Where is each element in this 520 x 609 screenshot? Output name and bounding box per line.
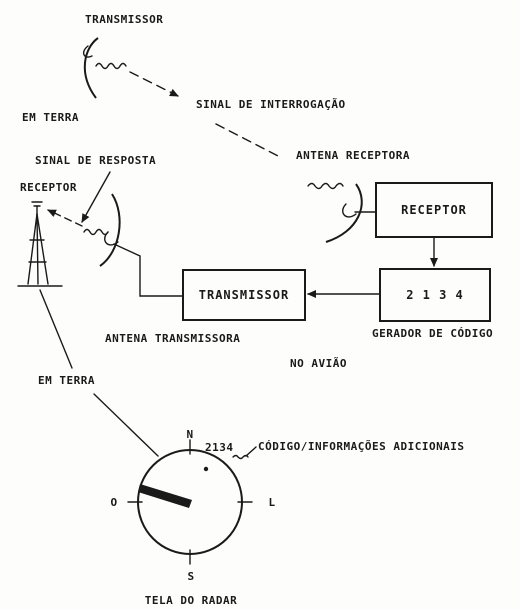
radar-screen [127,439,253,565]
label-em-terra-top: EM TERRA [22,111,79,124]
label-antena-receptora: ANTENA RECEPTORA [296,149,410,162]
radar-blip-code: 2134 [205,441,234,454]
ground-receiver-tower [17,201,63,287]
radar-north-label: N [186,428,193,441]
interrogation-signal-arrow-2 [215,123,283,159]
reply-signal-arrow [47,209,83,227]
label-transmissor-ground: TRANSMISSOR [85,13,163,26]
label-sinal-resposta: SINAL DE RESPOSTA [35,154,156,167]
aircraft-receiving-antenna [307,182,377,243]
radar-east-label: L [268,496,275,509]
label-em-terra-mid: EM TERRA [38,374,95,387]
label-no-aviao: NO AVIÃO [290,357,347,370]
transmitter-antenna-wire [113,243,184,297]
radar-south-label: S [187,570,194,583]
label-codigo-info: CÓDIGO/INFORMAÇÕES ADICIONAIS [258,440,465,453]
radar-blip [203,466,209,472]
interrogation-signal-arrow-1 [129,71,179,97]
label-antena-transmissora: ANTENA TRANSMISSORA [105,332,240,345]
label-sinal-interrogacao: SINAL DE INTERROGAÇÃO [196,98,346,111]
tower-to-label-line [39,289,73,369]
ground-to-radar-line [93,393,159,457]
codigo-info-pointer [245,446,257,457]
radar-west-label: O [110,496,117,509]
ground-transmitter-antenna [82,37,127,99]
reply-signal-pointer [81,171,111,223]
label-receptor-ground: RECEPTOR [20,181,77,194]
code-box-value: 2 1 3 4 [406,288,464,302]
code-generator-box [379,268,491,322]
radar-sweep-beam [138,484,192,508]
label-tela-radar: TELA DO RADAR [145,594,238,607]
label-gerador-codigo: GERADOR DE CÓDIGO [372,327,493,340]
label-receptor-box: RECEPTOR [401,203,467,217]
transmissor-box [182,269,306,321]
aircraft-transmitting-antenna [83,193,121,267]
label-transmissor-box: TRANSMISSOR [199,288,289,302]
